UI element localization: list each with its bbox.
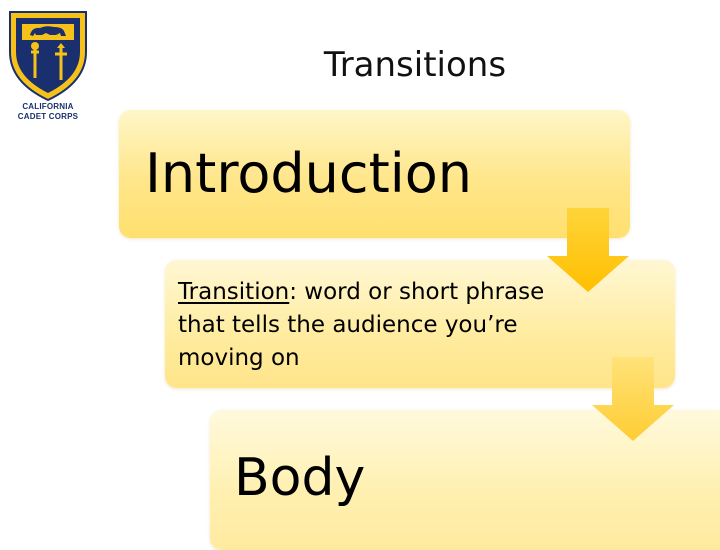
step-transition-text: Transition: word or short phrase that te…: [178, 276, 558, 375]
logo-text-line-1: CALIFORNIA: [22, 102, 74, 111]
step-body-label: Body: [234, 448, 366, 508]
transition-definition: : word or short phrase that tells the au…: [178, 279, 545, 371]
down-arrow-icon: [592, 357, 674, 441]
transition-term: Transition: [178, 279, 290, 305]
down-arrow-icon: [547, 208, 629, 292]
shield-emblem-icon: [9, 11, 87, 102]
logo-text-line-2: CADET CORPS: [17, 112, 79, 121]
process-step-introduction: [119, 110, 630, 238]
step-introduction-label: Introduction: [145, 142, 473, 205]
slide-title: Transitions: [323, 45, 507, 85]
california-cadet-corps-logo: CALIFORNIA CADET CORPS: [6, 8, 87, 124]
